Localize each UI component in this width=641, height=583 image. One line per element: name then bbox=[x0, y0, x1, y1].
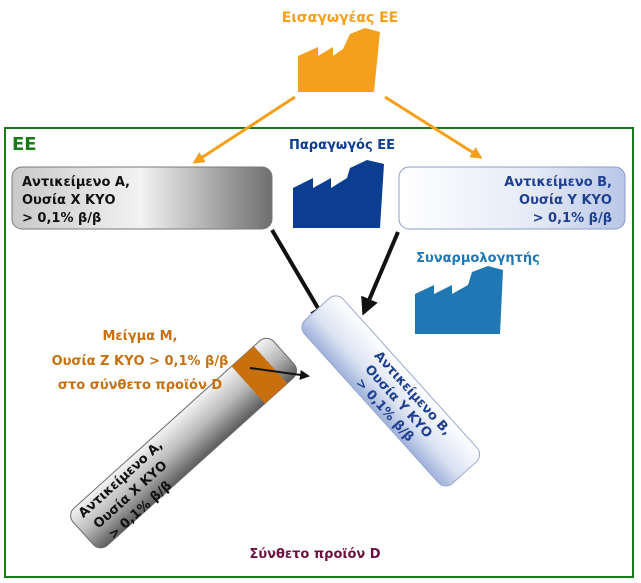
producer-factory-icon bbox=[293, 160, 384, 228]
product-article-b-bar bbox=[301, 295, 481, 487]
importer-factory-icon bbox=[298, 28, 380, 92]
mixture-band bbox=[231, 346, 288, 404]
article-a-to-product-arrow bbox=[270, 228, 328, 324]
importer-to-article-a-arrow bbox=[192, 95, 296, 164]
mixture-line3: στο σύνθετο προϊόν D bbox=[58, 378, 222, 393]
complex-product-label: Σύνθετο προϊόν D bbox=[249, 547, 380, 562]
mixture-line1: Μείγμα Μ, bbox=[103, 329, 178, 344]
article-a-line1: Αντικείμενο Α, bbox=[22, 175, 130, 190]
importer-to-article-b-arrow bbox=[384, 95, 483, 159]
mixture-line2: Ουσία Ζ ΚΥΟ > 0,1% β/β bbox=[52, 354, 229, 369]
mixture-pointer-arrow bbox=[249, 367, 310, 380]
article-b-to-product-arrow bbox=[361, 231, 400, 316]
eu-boundary bbox=[4, 127, 634, 578]
article-a-line2: Ουσία Χ ΚΥΟ bbox=[22, 193, 116, 208]
product-article-a-bar bbox=[70, 337, 298, 549]
assembler-factory-icon bbox=[415, 266, 503, 334]
article-a-line3: > 0,1% β/β bbox=[22, 211, 101, 226]
article-b-box bbox=[398, 166, 626, 230]
article-b-line1: Αντικείμενο Β, bbox=[504, 175, 612, 190]
article-b-line3: > 0,1% β/β bbox=[533, 211, 612, 226]
article-b-line2: Ουσία Υ ΚΥΟ bbox=[519, 193, 612, 208]
assembler-label: Συναρμολογητής bbox=[416, 251, 540, 266]
eu-label: ΕΕ bbox=[12, 134, 37, 155]
importer-label: Εισαγωγέας ΕΕ bbox=[282, 10, 399, 26]
producer-label: Παραγωγός ΕΕ bbox=[289, 138, 395, 153]
article-a-box bbox=[11, 166, 273, 230]
